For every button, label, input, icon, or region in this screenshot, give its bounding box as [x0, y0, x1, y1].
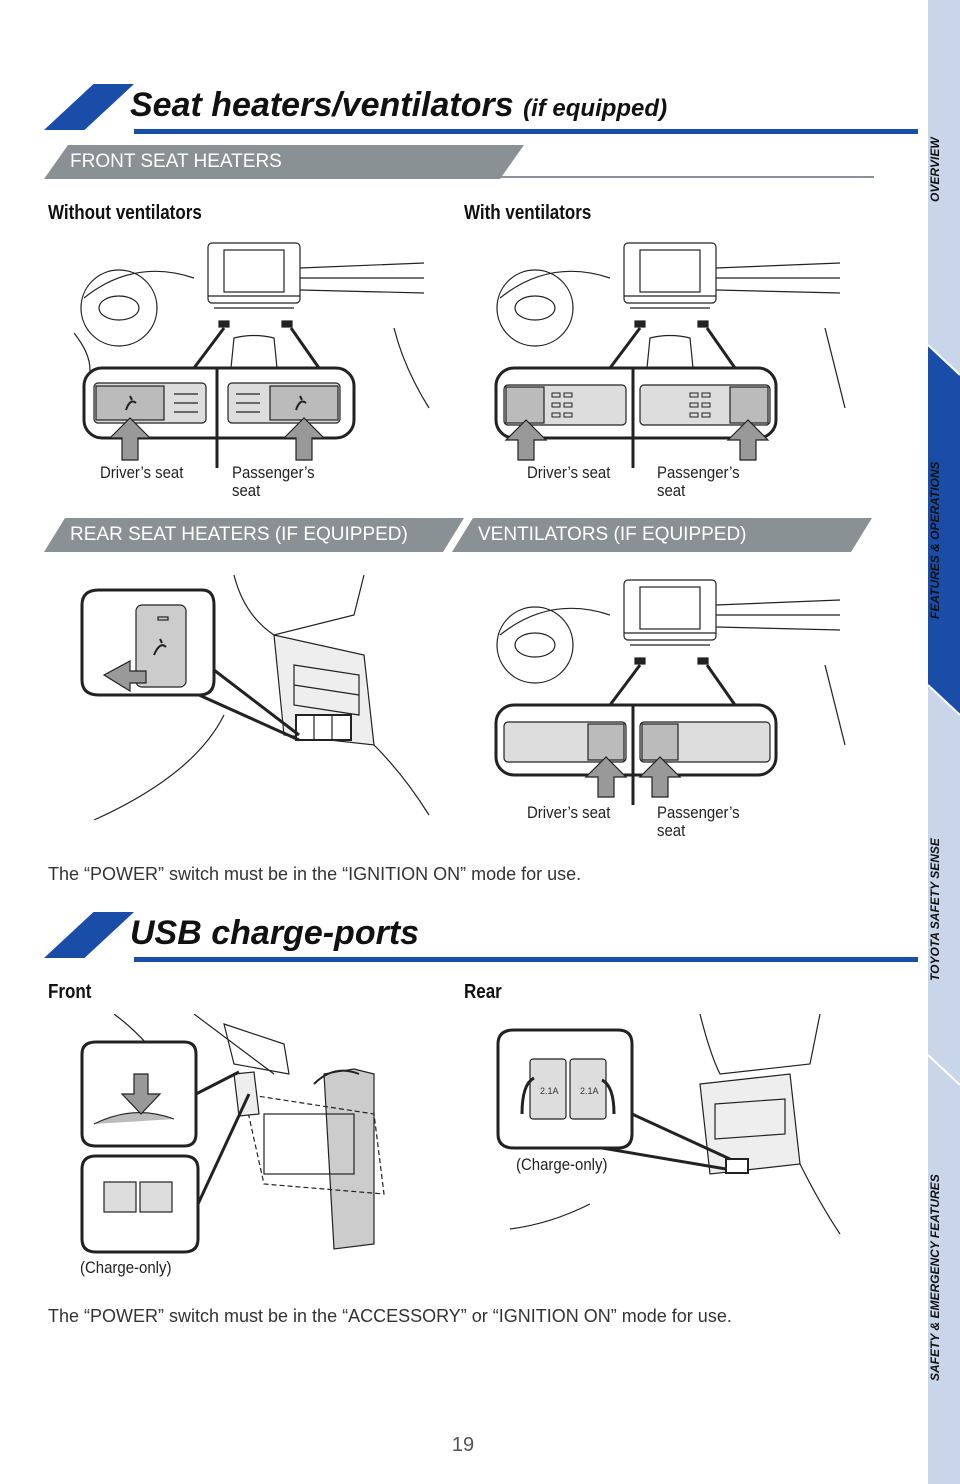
header-rule-2 — [134, 957, 918, 962]
header-accent-2 — [44, 912, 134, 958]
driver-seat-label: Driver’s seat — [100, 463, 184, 482]
passenger-seat-label-3: Passenger’s seat — [657, 804, 740, 840]
usb-note: The “POWER” switch must be in the “ACCES… — [48, 1306, 732, 1326]
vent-banner-text: VENTILATORS (IF EQUIPPED) — [478, 524, 747, 545]
with-ventilators-figure — [494, 242, 846, 468]
passenger-seat-label: Passenger’s seat — [232, 464, 315, 500]
front-label: Front — [48, 981, 92, 1003]
rear-port-rating-2: 2.1A — [580, 1086, 599, 1096]
driver-seat-label-3: Driver’s seat — [527, 803, 611, 822]
without-ventilators-label: Without ventilators — [48, 202, 202, 224]
title-suffix: (if equipped) — [523, 95, 668, 122]
ventilators-banner: VENTILATORS (IF EQUIPPED) — [452, 518, 872, 552]
section-header-seat-heaters: Seat heaters/ventilators (if equipped) — [44, 84, 918, 134]
section-header-usb: USB charge-ports — [44, 912, 918, 962]
front-charge-only-label: (Charge-only) — [80, 1258, 172, 1277]
tab-features-operations[interactable]: FEATURES & OPERATIONS — [928, 461, 942, 619]
sidebar-labels: OVERVIEW FEATURES & OPERATIONS TOYOTA SA… — [928, 0, 960, 1484]
seat-heaters-note: The “POWER” switch must be in the “IGNIT… — [48, 864, 582, 884]
without-ventilators-figure — [74, 242, 430, 468]
page-number: 19 — [451, 1434, 475, 1456]
rear-label: Rear — [464, 981, 502, 1003]
passenger-seat-line2-3: seat — [657, 821, 686, 840]
rear-port-rating-1: 2.1A — [540, 1086, 559, 1096]
sidebar-tabs-graphic — [928, 0, 960, 1484]
usb-section-title: USB charge-ports — [130, 914, 420, 952]
front-usb-figure — [80, 1014, 385, 1254]
rear-seat-heaters-figure — [80, 575, 430, 820]
passenger-seat-line1: Passenger’s — [232, 463, 315, 482]
banner-text: FRONT SEAT HEATERS — [70, 151, 282, 172]
rear-banner-text: REAR SEAT HEATERS (IF EQUIPPED) — [70, 524, 408, 545]
tab-safety-emergency[interactable]: SAFETY & EMERGENCY FEATURES — [928, 1174, 942, 1381]
passenger-seat-line1-3: Passenger’s — [657, 803, 740, 822]
rear-charge-only-label: (Charge-only) — [516, 1155, 608, 1174]
driver-seat-label-2: Driver’s seat — [527, 463, 611, 482]
header-rule — [134, 129, 918, 134]
title-main: Seat heaters/ventilators — [130, 86, 514, 124]
sidebar — [928, 0, 960, 1484]
ventilators-figure — [494, 579, 846, 805]
passenger-seat-line1-2: Passenger’s — [657, 463, 740, 482]
rear-seat-heaters-banner: REAR SEAT HEATERS (IF EQUIPPED) — [44, 518, 464, 552]
rear-usb-figure: 2.1A 2.1A — [496, 1014, 841, 1235]
with-ventilators-label: With ventilators — [464, 202, 592, 224]
section-title: Seat heaters/ventilators (if equipped) — [130, 86, 667, 125]
tab-toyota-safety-sense[interactable]: TOYOTA SAFETY SENSE — [928, 838, 942, 982]
tab-overview[interactable]: OVERVIEW — [928, 137, 942, 203]
front-seat-heaters-banner: FRONT SEAT HEATERS — [44, 145, 524, 179]
passenger-seat-label-2: Passenger’s seat — [657, 464, 740, 500]
passenger-seat-line2-2: seat — [657, 481, 686, 500]
passenger-seat-line2: seat — [232, 481, 261, 500]
banner-rule — [500, 176, 874, 178]
header-accent — [44, 84, 134, 130]
